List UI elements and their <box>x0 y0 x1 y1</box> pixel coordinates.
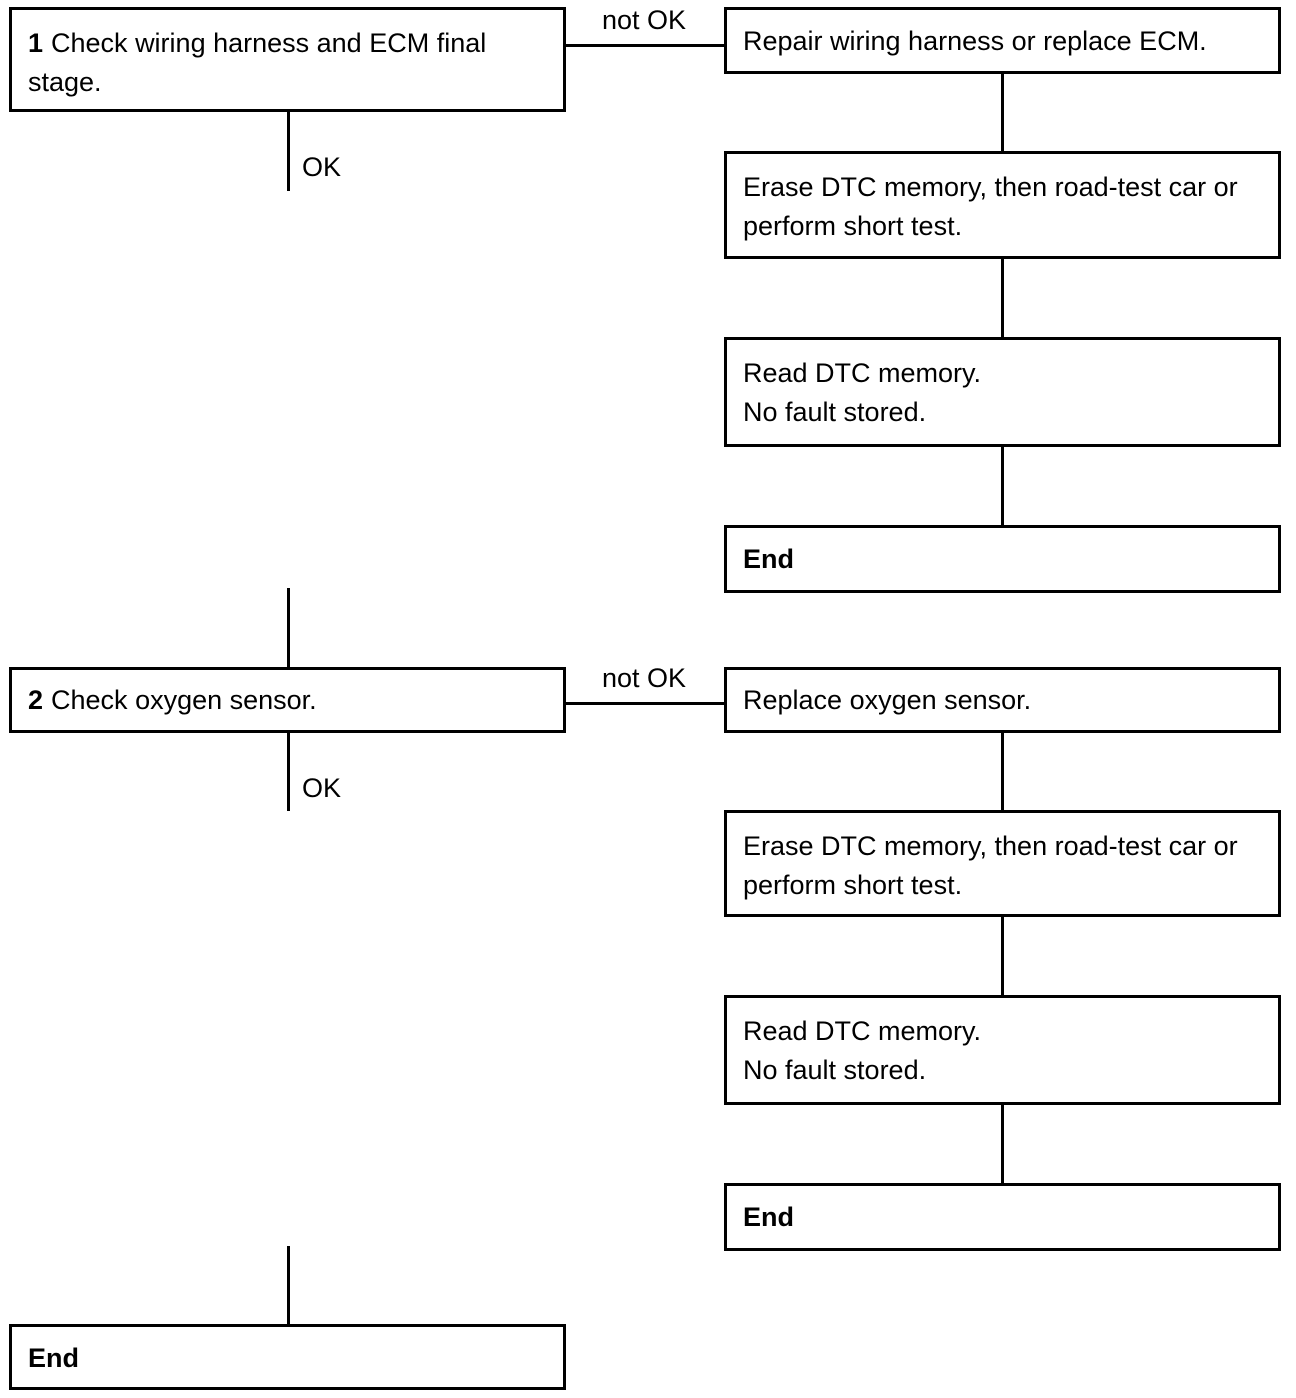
connector-to-final-end <box>287 1246 290 1326</box>
branch1-erase-box: Erase DTC memory, then road-test car or … <box>724 151 1281 259</box>
step2-not-ok-label: not OK <box>602 663 687 693</box>
connector-b1-3 <box>1001 445 1004 527</box>
branch2-replace-text: Replace oxygen sensor. <box>743 685 1032 715</box>
connector-b2-2 <box>1001 915 1004 997</box>
branch1-end-label: End <box>743 544 794 574</box>
connector-step1-not-ok <box>564 44 726 47</box>
branch2-end-box: End <box>724 1183 1281 1251</box>
connector-to-step2 <box>287 588 290 668</box>
connector-b2-3 <box>1001 1103 1004 1185</box>
connector-step1-down <box>287 110 290 191</box>
branch2-replace-box: Replace oxygen sensor. <box>724 667 1281 733</box>
final-end-box: End <box>9 1324 566 1390</box>
step1-number: 1 <box>28 28 44 58</box>
connector-b1-2 <box>1001 257 1004 339</box>
branch1-read-box: Read DTC memory. No fault stored. <box>724 337 1281 447</box>
branch1-repair-text: Repair wiring harness or replace ECM. <box>743 26 1207 56</box>
branch1-end-box: End <box>724 525 1281 593</box>
final-end-label: End <box>28 1343 79 1373</box>
branch1-read-line2: No fault stored. <box>743 397 927 427</box>
branch1-erase-text: Erase DTC memory, then road-test car or … <box>743 172 1238 241</box>
branch2-read-box: Read DTC memory. No fault stored. <box>724 995 1281 1105</box>
connector-b2-1 <box>1001 731 1004 812</box>
step1-ok-label: OK <box>302 152 342 182</box>
step2-text: Check oxygen sensor. <box>51 685 317 715</box>
connector-step2-down <box>287 731 290 811</box>
connector-step2-not-ok <box>564 702 726 705</box>
branch1-read-line1: Read DTC memory. <box>743 358 982 388</box>
branch2-read-line1: Read DTC memory. <box>743 1016 982 1046</box>
step2-number: 2 <box>28 685 44 715</box>
step1-text: Check wiring harness and ECM final stage… <box>28 28 487 97</box>
step1-not-ok-label: not OK <box>602 5 687 35</box>
connector-b1-1 <box>1001 72 1004 153</box>
branch2-erase-text: Erase DTC memory, then road-test car or … <box>743 831 1238 900</box>
step2-ok-label: OK <box>302 773 342 803</box>
branch2-read-line2: No fault stored. <box>743 1055 927 1085</box>
branch2-erase-box: Erase DTC memory, then road-test car or … <box>724 810 1281 917</box>
branch1-repair-box: Repair wiring harness or replace ECM. <box>724 7 1281 74</box>
branch2-end-label: End <box>743 1202 794 1232</box>
